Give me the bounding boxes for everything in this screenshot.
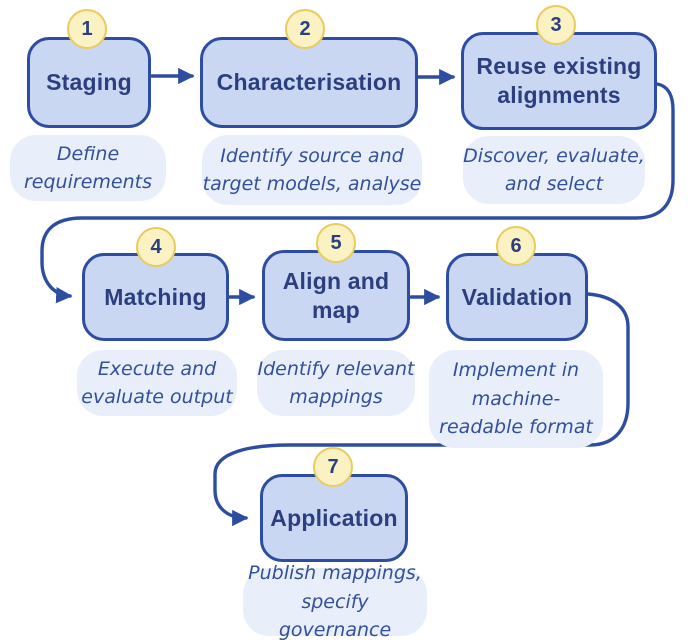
step-number-badge: 7	[313, 447, 353, 487]
step-number: 6	[510, 234, 522, 257]
step-box-staging: Staging	[27, 37, 151, 128]
step-caption-text: Execute and evaluate output	[81, 357, 233, 409]
step-caption-text: Identify source and target models, analy…	[202, 144, 422, 196]
step-caption: Publish mappings, specify governance	[243, 562, 427, 641]
connector-step3-step4	[40, 82, 675, 304]
step-number-badge: 2	[285, 9, 325, 49]
step-box-characterisation: Characterisation	[200, 37, 418, 128]
step-caption: Implement in machine- readable format	[429, 350, 603, 448]
step-number: 7	[327, 455, 339, 478]
step-title: Align and map	[282, 267, 390, 323]
step-number-badge: 4	[136, 227, 176, 267]
step-box-validation: Validation	[446, 253, 588, 341]
step-title: Matching	[104, 283, 207, 310]
step-box-reuse-existing-alignments: Reuse existing alignments	[461, 32, 657, 130]
step-number: 2	[299, 17, 311, 40]
step-number: 3	[550, 13, 562, 36]
step-number-badge: 3	[536, 5, 576, 45]
step-number: 4	[150, 235, 162, 258]
step-caption: Define requirements	[10, 135, 166, 201]
step-title: Staging	[46, 69, 132, 96]
connector-step6-step7	[213, 292, 630, 527]
step-caption: Identify relevant mappings	[257, 350, 415, 416]
step-number: 1	[81, 17, 93, 40]
step-caption: Execute and evaluate output	[77, 350, 237, 416]
step-title: Validation	[461, 283, 573, 310]
step-caption-text: Identify relevant mappings	[257, 357, 415, 409]
step-title: Characterisation	[216, 69, 402, 96]
step-caption-text: Implement in machine- readable format	[439, 359, 593, 439]
step-caption-text: Discover, evaluate, and select	[463, 144, 645, 196]
step-number-badge: 5	[316, 223, 356, 263]
step-number: 5	[330, 231, 342, 254]
step-caption-text: Publish mappings, specify governance	[248, 562, 422, 642]
step-box-application: Application	[260, 474, 408, 562]
step-box-matching: Matching	[82, 253, 229, 341]
step-title: Application	[270, 504, 398, 531]
step-number-badge: 6	[496, 226, 536, 266]
step-caption: Identify source and target models, analy…	[202, 135, 422, 205]
step-title: Reuse existing alignments	[476, 53, 642, 108]
step-caption: Discover, evaluate, and select	[463, 136, 645, 204]
step-box-align-and-map: Align and map	[262, 250, 410, 341]
step-number-badge: 1	[67, 9, 107, 49]
step-caption-text: Define requirements	[24, 142, 152, 194]
